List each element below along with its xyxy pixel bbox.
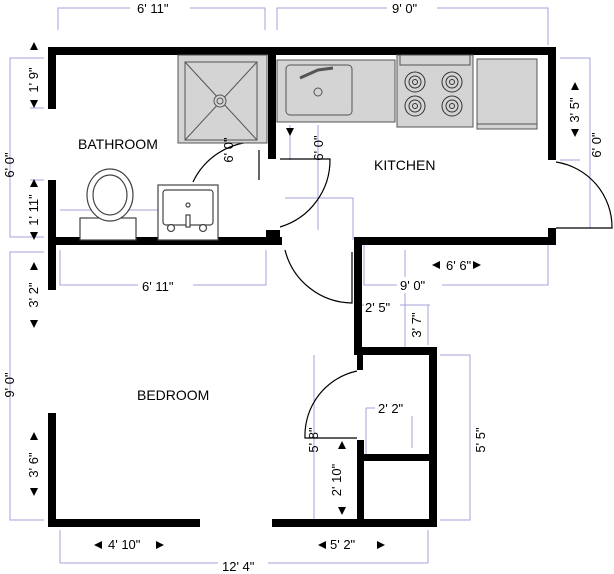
- dim-label: 2' 10": [329, 463, 344, 496]
- arrow-left-icon: [432, 261, 440, 269]
- dim-label: 2' 2": [378, 401, 404, 416]
- arrow-down-icon: [571, 129, 579, 137]
- dim-label: 4' 10": [108, 537, 141, 552]
- dim-label: 5' 2": [330, 537, 356, 552]
- closet-door: [304, 370, 358, 439]
- shower-icon: [177, 54, 268, 144]
- arrow-right-icon: [473, 261, 481, 269]
- arrow-up-icon: [30, 42, 38, 50]
- dim-label: 3' 2": [26, 282, 41, 308]
- arrow-right-icon: [156, 541, 164, 549]
- arrow-down-icon: [30, 320, 38, 328]
- counter-icon: [476, 58, 538, 130]
- stove-icon: [396, 54, 474, 128]
- arrow-left-icon: [318, 541, 326, 549]
- kitchen-door: [279, 158, 331, 228]
- arrow-up-icon: [30, 432, 38, 440]
- dim-label: 6' 11": [137, 1, 169, 16]
- kitchen-sink-icon: [276, 59, 396, 123]
- dim-label: 6' 0": [311, 135, 326, 161]
- arrow-up-icon: [30, 179, 38, 187]
- dim-label: 1' 9": [26, 67, 41, 93]
- dim-label: 6' 0": [2, 152, 17, 178]
- toilet-icon: [79, 168, 137, 241]
- walls: [48, 47, 556, 527]
- doors: [192, 141, 613, 439]
- arrow-down-icon: [30, 100, 38, 108]
- dim-label: 3' 7": [409, 312, 424, 338]
- dim-label: 3' 5": [567, 97, 582, 123]
- arrow-down-icon: [30, 488, 38, 496]
- dim-label: 5' 5": [473, 427, 488, 453]
- arrow-up-icon: [338, 441, 346, 449]
- dim-label: 9' 0": [2, 372, 17, 398]
- dim-label: 1' 11": [26, 194, 41, 226]
- arrow-right-icon: [377, 541, 385, 549]
- dim-label: 6' 6": [446, 258, 472, 273]
- dim-label: 9' 0": [400, 278, 426, 293]
- arrow-left-icon: [94, 541, 102, 549]
- arrow-down-icon: [30, 232, 38, 240]
- dimension-arrows: [30, 42, 579, 549]
- dim-label: 9' 0": [392, 1, 418, 16]
- arrow-down-icon: [286, 128, 294, 136]
- room-label-kitchen: KITCHEN: [374, 157, 435, 173]
- dim-label: 6' 0": [221, 137, 236, 163]
- dim-label: 6' 0": [589, 132, 604, 158]
- dim-label: 6' 11": [142, 279, 174, 294]
- dim-label: 2' 5": [365, 300, 391, 315]
- room-label-bathroom: BATHROOM: [78, 136, 158, 152]
- bathroom-sink-icon: [157, 184, 219, 241]
- exterior-door: [555, 161, 613, 229]
- dim-label: 3' 6": [26, 452, 41, 478]
- arrow-down-icon: [338, 507, 346, 515]
- bedroom-door: [284, 249, 353, 304]
- arrow-up-icon: [30, 262, 38, 270]
- arrow-up-icon: [571, 82, 579, 90]
- dim-label: 5' 8": [306, 427, 321, 453]
- room-label-bedroom: BEDROOM: [137, 387, 209, 403]
- dim-label: 12' 4": [222, 559, 255, 574]
